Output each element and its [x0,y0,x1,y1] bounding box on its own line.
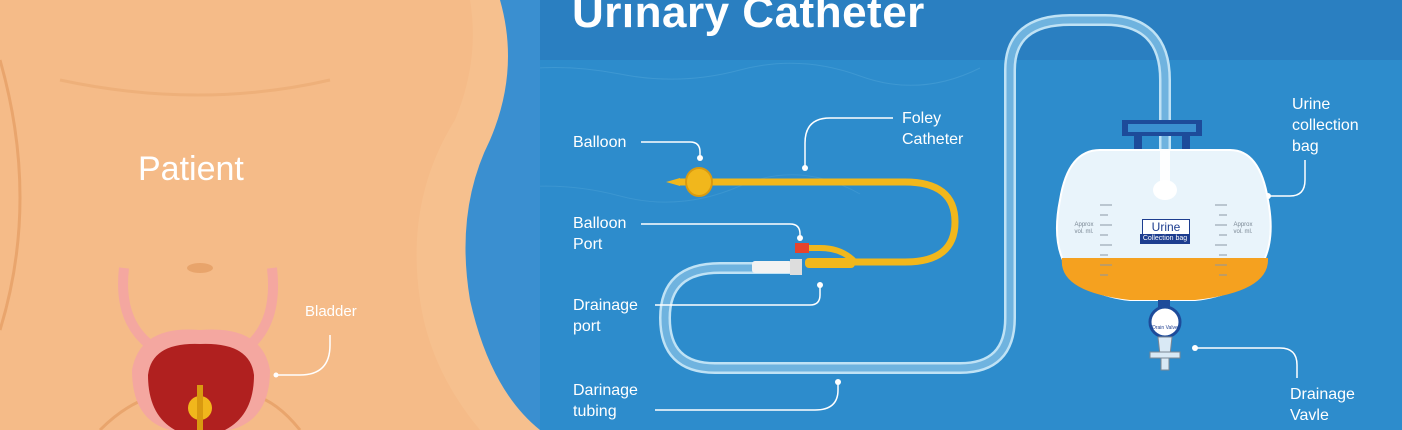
balloon-port [795,243,809,253]
torso [0,0,500,430]
title-band [490,0,1402,60]
balloon [685,167,713,197]
left-ureter [118,267,154,349]
bag-title: Urine [1142,219,1190,235]
bag-hanger-post [1182,136,1190,150]
foley-label-line2: Catheter [902,131,964,148]
balloon-port-pointer-dot [797,235,803,241]
approx-left: Approx vol. ml. [1069,222,1099,236]
drain-valve-text: Drain Valve [1152,325,1178,331]
urine-level [1061,258,1269,300]
valve-pointer-dot [1192,345,1198,351]
bag-scale-right [1215,204,1227,276]
drainage-valve-label-line2: Vavle [1290,407,1329,424]
foley-pointer [804,117,893,168]
valve-pointer [1195,347,1298,378]
balloon-port-pointer [641,223,801,238]
drainage-port-pointer [655,285,821,306]
drainage-valve-spout [1160,357,1170,371]
drainage-tubing-label-line1: Darinage [573,382,638,399]
catheter-tip [666,178,680,186]
torso-contour [0,59,22,331]
right-ureter [246,267,279,349]
tubing-pointer [655,382,839,411]
drainage-port-label-line1: Drainage [573,297,638,314]
approx-left-line1: Approx [1074,222,1094,228]
tubing-pointer-dot [835,379,841,385]
bag-inlet-tube [1160,150,1170,190]
balloon-port-label: Balloon Port [573,213,626,255]
wave-decoration [499,62,981,86]
approx-left-line2: vol. ml. [1074,229,1094,235]
foley-pointer-dot [802,165,808,171]
drainage-tubing-inner [661,16,1169,372]
catheter-junction [805,258,855,268]
page-title: Urinary Catheter [572,0,925,37]
foley-catheter-label: Foley Catheter [902,108,963,150]
navel [187,263,213,273]
urine-bag-label-line2: collection [1292,117,1359,134]
chest-line [59,78,331,97]
approx-right-line1: Approx [1233,222,1253,228]
approx-right: Approx vol. ml. [1228,222,1258,236]
drainage-tubing-label-line2: tubing [573,403,617,420]
balloon-label: Balloon [573,134,627,151]
catheter-in-bladder [197,385,203,430]
drainage-connector [752,261,792,273]
bladder-pointer [276,335,331,376]
foley-label-line1: Foley [902,110,942,127]
urine-bag-label: Urine collection bag [1292,94,1359,157]
urine-bag-label-line3: bag [1292,138,1319,155]
balloon-port-label-line2: Port [573,236,603,253]
bag-hanger-post [1134,136,1142,150]
drainage-tubing-label: Darinage tubing [573,380,638,422]
drainage-valve-label: Drainage Vavle [1290,384,1355,426]
bag-subtitle: Collection bag [1140,234,1190,244]
drainage-valve-label-line1: Drainage [1290,386,1355,403]
foley-catheter [680,178,959,266]
drainage-valve-handle [1149,351,1181,359]
drainage-port-pointer-dot [817,282,823,288]
drainage-port [790,259,802,275]
torso-right-edge [0,0,540,430]
drainage-port-label: Drainage port [573,295,638,337]
bag-outlet [1158,300,1170,310]
balloon-pointer-dot [697,155,703,161]
bladder-pointer-dot [273,372,279,378]
drain-valve-dial [1148,305,1182,339]
drainage-port-label-line2: port [573,318,601,335]
bladder-label: Bladder [305,303,357,320]
urine-bag-label-line1: Urine [1292,96,1331,113]
bag-scale-left [1100,204,1112,276]
patient-label: Patient [138,150,244,188]
bag-hanger-slot [1128,124,1196,132]
wave-decoration [499,174,861,203]
approx-right-line2: vol. ml. [1233,229,1253,235]
bag-pointer [1268,160,1306,197]
bag-inlet [1153,180,1177,200]
balloon-pointer [641,141,701,158]
balloon-port-label-line1: Balloon [573,215,627,232]
